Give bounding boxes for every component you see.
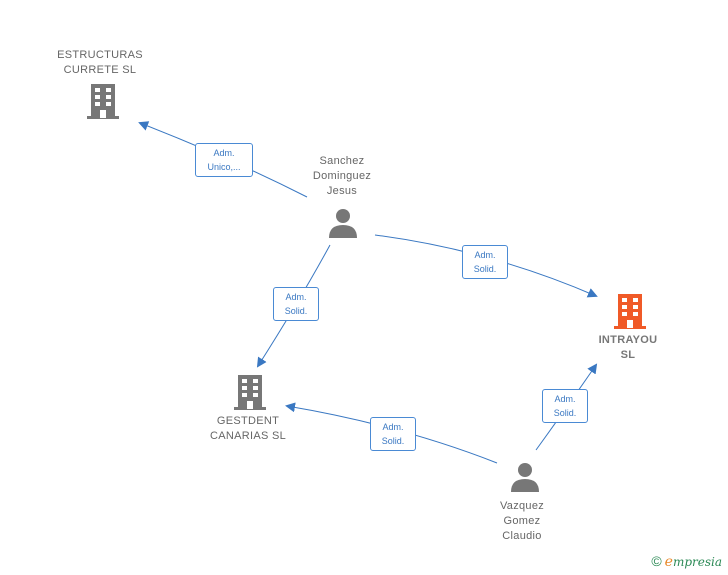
edge-label-vazquez-intrayou[interactable]: Adm. Solid. — [542, 389, 588, 423]
brand-e: e — [664, 554, 673, 570]
person-label-vazquez[interactable]: Vazquez Gomez Claudio — [499, 500, 545, 542]
company-label-estructuras[interactable]: ESTRUCTURAS CURRETE SL — [57, 49, 143, 76]
edge-label-sanchez-gestdent[interactable]: Adm. Solid. — [273, 287, 319, 321]
copyright-icon: © — [651, 553, 662, 569]
edge-label-sanchez-intrayou[interactable]: Adm. Solid. — [462, 245, 508, 279]
building-icon[interactable] — [613, 294, 647, 330]
company-label-gestdent[interactable]: GESTDENT CANARIAS SL — [209, 415, 287, 442]
empresia-logo[interactable]: ©empresia — [651, 553, 722, 570]
company-label-intrayou[interactable]: INTRAYOU SL — [598, 334, 658, 361]
building-icon[interactable] — [233, 375, 267, 411]
brand-rest: mpresia — [672, 555, 722, 569]
edge-label-sanchez-estructuras[interactable]: Adm. Unico,... — [195, 143, 253, 177]
person-icon[interactable] — [510, 462, 540, 492]
edge-label-vazquez-gestdent[interactable]: Adm. Solid. — [370, 417, 416, 451]
person-icon[interactable] — [328, 208, 358, 238]
building-icon[interactable] — [86, 84, 120, 120]
person-label-sanchez[interactable]: Sanchez Dominguez Jesus — [312, 155, 372, 197]
